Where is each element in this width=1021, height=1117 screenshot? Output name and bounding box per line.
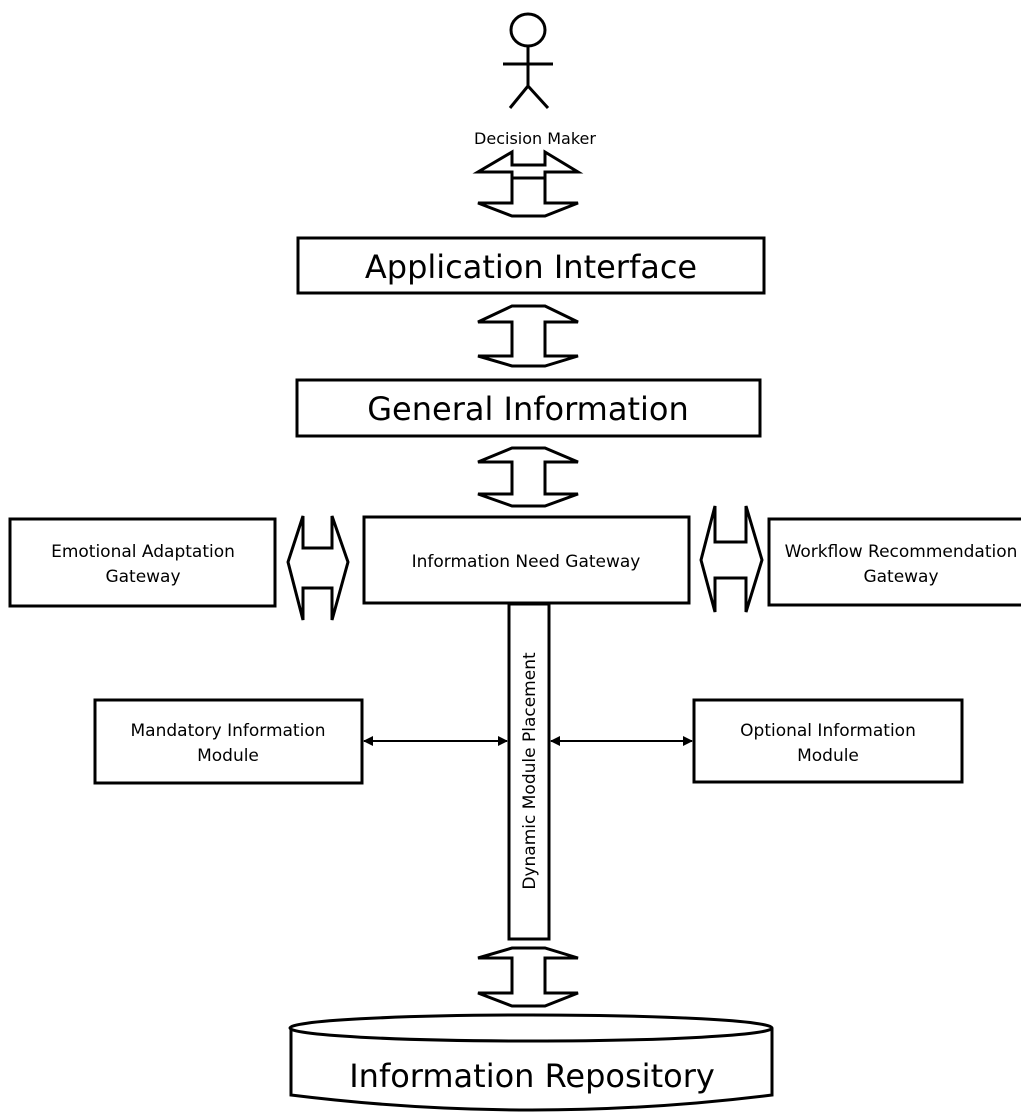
emotional-adaptation-gateway-box	[8, 517, 277, 608]
double-arrow-actor-to-interface-lower	[477, 176, 579, 218]
decision-maker-actor-icon	[503, 12, 553, 110]
double-arrow-general-to-gateway	[477, 446, 579, 508]
general-information-box	[295, 378, 762, 438]
workflow-recommendation-gateway-line2: Gateway	[863, 567, 938, 587]
mandatory-information-module-box	[93, 698, 364, 785]
application-interface-label: Application Interface	[365, 248, 697, 286]
double-arrow-placement-to-repository	[477, 946, 579, 1008]
mandatory-information-module-line1: Mandatory Information	[131, 721, 326, 741]
decision-maker-label: Decision Maker	[474, 129, 596, 148]
double-arrow-gateway-to-workflow	[699, 505, 764, 613]
general-information-label: General Information	[367, 390, 689, 428]
optional-information-module-line1: Optional Information	[740, 721, 916, 741]
information-need-gateway-box	[362, 515, 691, 605]
information-repository-label: Information Repository	[349, 1057, 715, 1095]
optional-information-module-box	[692, 698, 964, 784]
optional-information-module-line2: Module	[797, 746, 859, 766]
double-arrow-emotional-to-gateway	[286, 515, 350, 621]
dynamic-module-placement-bar	[507, 602, 551, 941]
emotional-adaptation-gateway-line1: Emotional Adaptation	[51, 542, 235, 562]
double-arrow-interface-to-general	[477, 304, 579, 368]
information-need-gateway-label: Information Need Gateway	[412, 552, 641, 572]
dynamic-module-placement-label: Dynamic Module Placement	[520, 652, 540, 890]
information-repository-cylinder	[288, 1013, 774, 1112]
emotional-adaptation-gateway-line2: Gateway	[105, 567, 180, 587]
mandatory-information-module-line2: Module	[197, 746, 259, 766]
application-interface-box	[296, 236, 766, 295]
workflow-recommendation-gateway-line1: Workflow Recommendation	[785, 542, 1018, 562]
workflow-recommendation-gateway-box	[767, 517, 1021, 607]
